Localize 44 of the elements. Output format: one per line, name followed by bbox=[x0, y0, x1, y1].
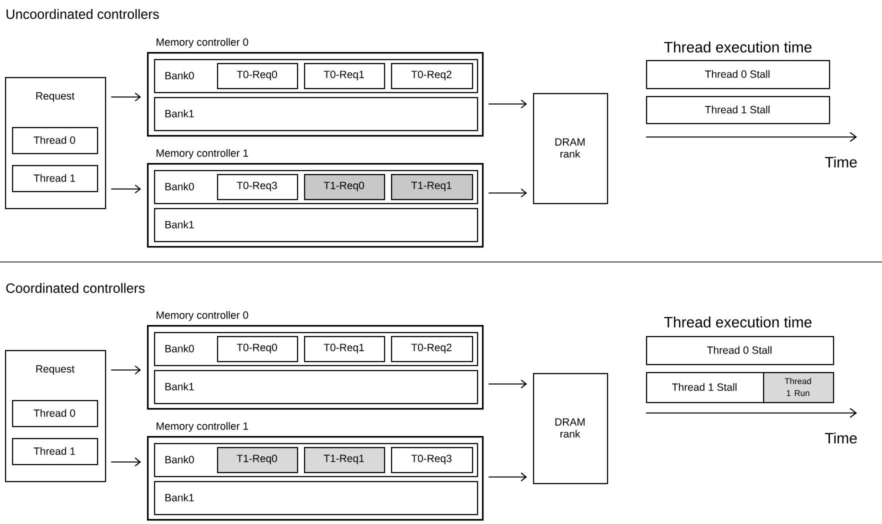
request-slot: T0-Req0 bbox=[217, 336, 298, 362]
stall-bar: Thread 1 Stall bbox=[646, 96, 830, 124]
section-heading: Coordinated controllers bbox=[6, 283, 145, 293]
timeline-heading: Thread execution time bbox=[664, 41, 812, 52]
axis-label: Time bbox=[825, 432, 857, 444]
request-slot: T1-Req1 bbox=[304, 447, 386, 474]
request-slot: T0-Req1 bbox=[304, 63, 386, 90]
dram-rank-box: DRAM rank bbox=[533, 93, 608, 204]
request-slot: T0-Req1 bbox=[304, 336, 386, 362]
thread-box: Thread 0 bbox=[12, 400, 98, 428]
thread-box: Thread 1 bbox=[12, 165, 98, 192]
thread-box: Thread 0 bbox=[12, 127, 98, 154]
arrow bbox=[488, 188, 527, 198]
bank-row: Bank1 bbox=[154, 370, 478, 404]
request-slot: T1-Req1 bbox=[391, 174, 474, 200]
node-label: Memory controller 1 bbox=[156, 149, 248, 159]
arrow bbox=[111, 92, 142, 102]
stall-bar: Thread 1 Stall bbox=[646, 372, 764, 404]
node-label: Memory controller 0 bbox=[156, 311, 248, 321]
dram-rank-box: DRAM rank bbox=[533, 373, 608, 484]
request-slot: T1-Req0 bbox=[217, 447, 298, 474]
arrow bbox=[488, 472, 527, 482]
stall-bar: Thread 0 Stall bbox=[646, 336, 834, 366]
arrow bbox=[488, 380, 527, 388]
bank-row: Bank1 bbox=[154, 481, 478, 516]
arrow bbox=[111, 366, 142, 374]
arrow bbox=[111, 458, 142, 466]
node-label: Memory controller 0 bbox=[156, 38, 248, 48]
thread-box: Thread 1 bbox=[12, 438, 98, 466]
bank-row: Bank1 bbox=[154, 97, 478, 132]
request-slot: T0-Req2 bbox=[391, 63, 474, 90]
stall-bar: Thread 0 Stall bbox=[646, 60, 830, 90]
arrow bbox=[488, 100, 527, 108]
bank-row: Bank1 bbox=[154, 208, 478, 242]
request-slot: T0-Req2 bbox=[391, 336, 474, 362]
run-bar: Thread 1 Run bbox=[763, 372, 834, 404]
request-slot: T0-Req3 bbox=[217, 174, 298, 200]
arrow bbox=[111, 184, 142, 194]
request-slot: T0-Req3 bbox=[391, 447, 474, 474]
axis-label: Time bbox=[825, 156, 857, 168]
request-slot: T0-Req0 bbox=[217, 63, 298, 90]
node-label: Memory controller 1 bbox=[156, 422, 248, 432]
request-slot: T1-Req0 bbox=[304, 174, 386, 200]
section-heading: Uncoordinated controllers bbox=[6, 9, 159, 19]
